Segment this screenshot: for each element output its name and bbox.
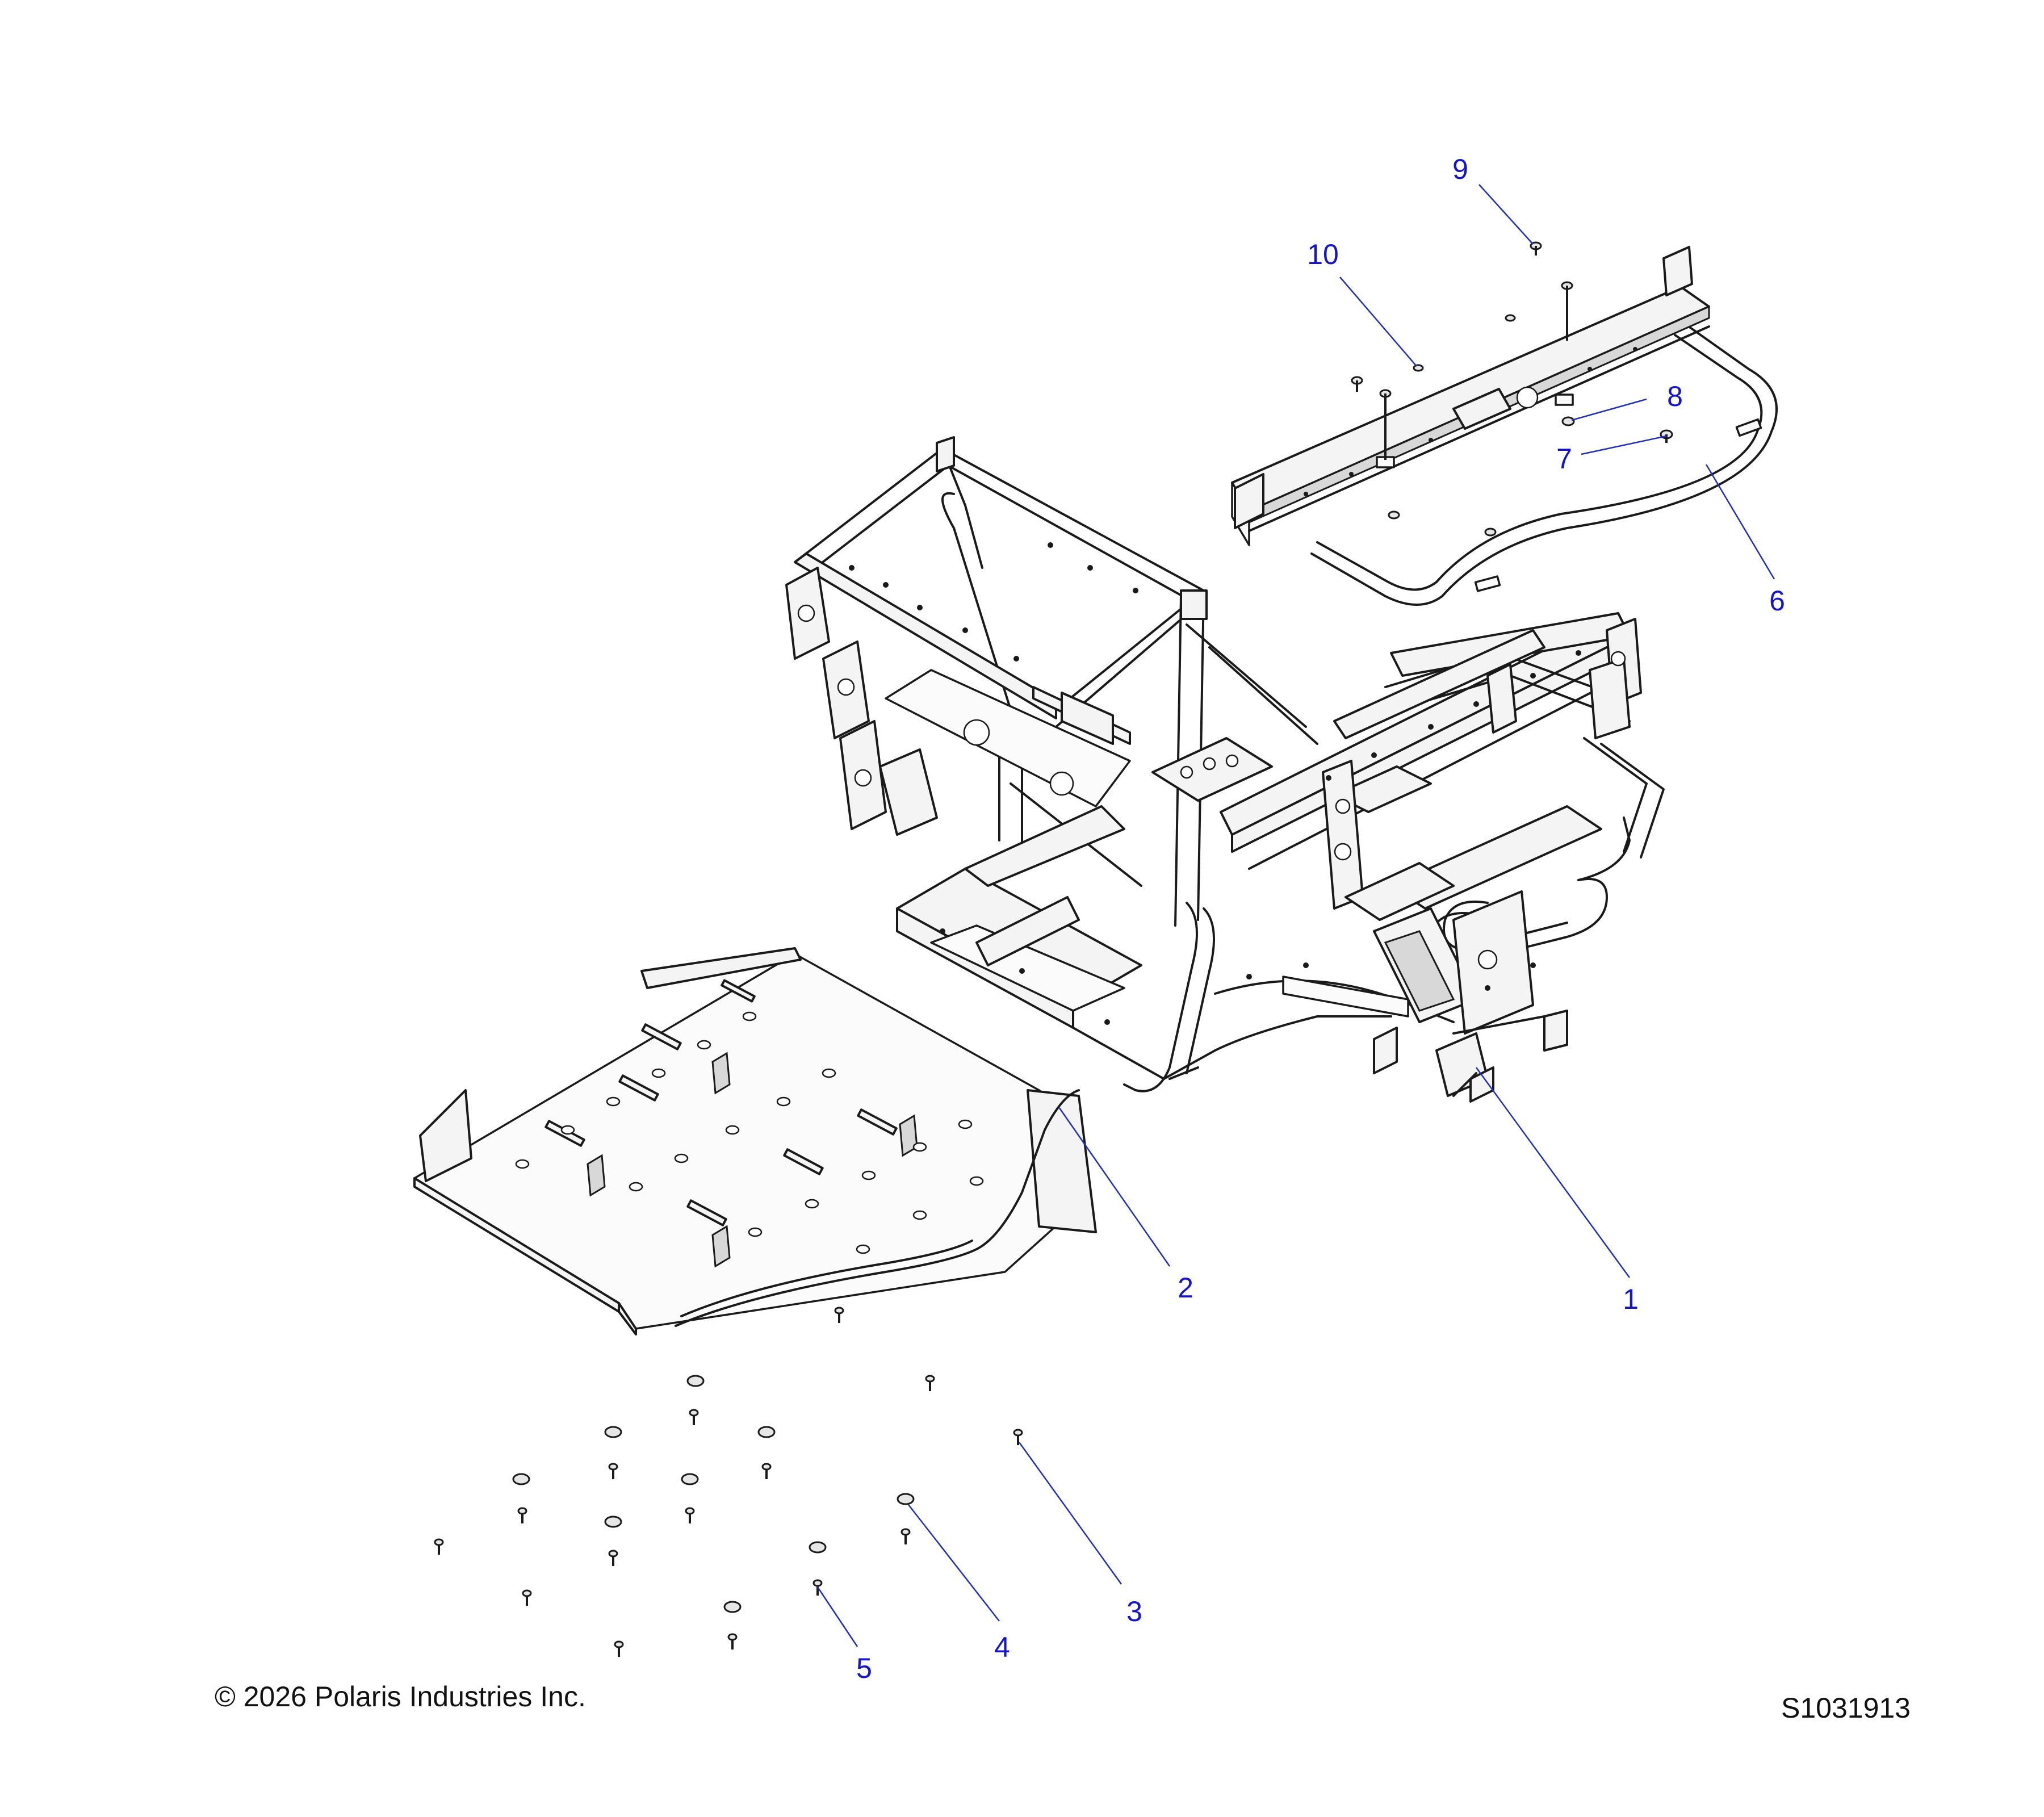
leader-lines — [816, 184, 1775, 1647]
callout-6: 6 — [1769, 585, 1785, 617]
copyright-notice: © 2026 Polaris Industries Inc. — [215, 1681, 586, 1713]
leader-3 — [1018, 1442, 1122, 1585]
callout-8: 8 — [1667, 380, 1683, 412]
leader-6 — [1705, 464, 1775, 580]
callout-numbers: 1 2 3 4 5 6 7 8 9 10 — [856, 153, 1785, 1684]
skid-plate — [413, 947, 1097, 1335]
leader-9 — [1478, 184, 1534, 245]
leader-8 — [1571, 398, 1647, 421]
callout-9: 9 — [1452, 153, 1468, 185]
leader-7 — [1581, 435, 1667, 455]
bolts-9-10 — [1351, 241, 1573, 460]
callout-7: 7 — [1556, 443, 1572, 475]
callout-2: 2 — [1178, 1272, 1193, 1304]
leader-4 — [908, 1504, 1000, 1622]
skid-plate-fasteners — [434, 1307, 1023, 1657]
drawing-number: S1031913 — [1781, 1692, 1911, 1724]
main-frame — [785, 436, 1665, 1103]
callout-10: 10 — [1307, 238, 1339, 270]
rear-crossmember-assembly — [1231, 246, 1778, 606]
callout-3: 3 — [1126, 1596, 1142, 1627]
leader-5 — [816, 1586, 858, 1647]
screws — [434, 1307, 1023, 1657]
callout-1: 1 — [1623, 1283, 1639, 1315]
callout-4: 4 — [994, 1631, 1010, 1663]
callout-5: 5 — [856, 1652, 872, 1684]
leader-2 — [1058, 1107, 1171, 1267]
leader-10 — [1339, 277, 1417, 367]
leader-1 — [1475, 1067, 1631, 1278]
